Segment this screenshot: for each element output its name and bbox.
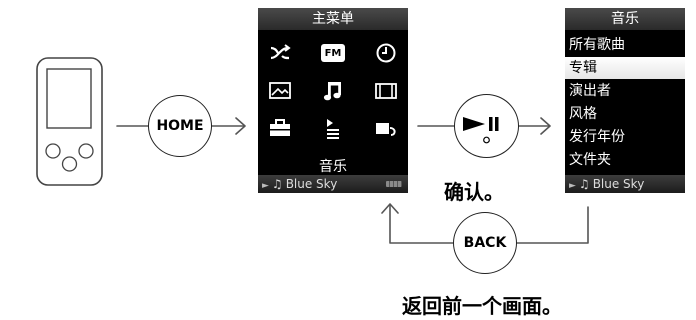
confirm-caption: 确认。 bbox=[444, 180, 504, 204]
fm-radio-text: FM bbox=[321, 44, 345, 62]
menu-item-all-songs[interactable]: 所有歌曲 bbox=[569, 37, 625, 53]
menu-item-release-year[interactable]: 发行年份 bbox=[569, 129, 625, 145]
player-device-illustration bbox=[36, 57, 103, 186]
menu-item-folder[interactable]: 文件夹 bbox=[569, 152, 611, 168]
fm-radio-icon[interactable]: FM bbox=[316, 38, 350, 68]
track-name: Blue Sky bbox=[592, 177, 645, 191]
back-caption: 返回前一个画面。 bbox=[402, 294, 562, 318]
menu-item-artist[interactable]: 演出者 bbox=[569, 83, 611, 99]
return-icon[interactable] bbox=[369, 113, 403, 143]
arrow-back-up bbox=[381, 203, 399, 214]
back-line-right bbox=[516, 206, 589, 244]
music-menu-screen: 音乐 所有歌曲 专辑 演出者 风格 发行年份 文件夹 ►♫Blue Sky bbox=[565, 8, 685, 193]
menu-item-genre[interactable]: 风格 bbox=[569, 106, 597, 122]
back-button-label: BACK bbox=[463, 235, 507, 251]
photo-icon[interactable] bbox=[263, 76, 297, 106]
toolbox-icon[interactable] bbox=[263, 113, 297, 143]
clock-icon[interactable] bbox=[369, 38, 403, 68]
now-playing-footer-home: ►♫Blue Sky bbox=[258, 175, 408, 193]
track-name: Blue Sky bbox=[285, 177, 338, 191]
now-playing-footer-music: ►♫Blue Sky bbox=[565, 175, 685, 193]
back-line-left bbox=[389, 204, 454, 244]
battery-icon bbox=[386, 181, 402, 187]
music-menu-title: 音乐 bbox=[565, 8, 685, 30]
shuffle-icon[interactable] bbox=[263, 38, 297, 68]
note-icon: ♫ bbox=[578, 177, 590, 191]
back-button[interactable]: BACK bbox=[453, 212, 517, 274]
note-icon: ♫ bbox=[271, 177, 283, 191]
play-indicator-icon: ► bbox=[569, 181, 576, 191]
home-menu-screen: 主菜单 FM bbox=[258, 8, 408, 193]
play-indicator-icon: ► bbox=[262, 181, 269, 191]
arrow-to-home-menu bbox=[235, 117, 246, 135]
home-menu-title: 主菜单 bbox=[258, 8, 408, 30]
menu-item-album[interactable]: 专辑 bbox=[565, 57, 685, 79]
video-film-icon[interactable] bbox=[369, 76, 403, 106]
playlist-icon[interactable] bbox=[316, 113, 350, 143]
home-button-label: HOME bbox=[156, 118, 204, 134]
home-menu-selected-label: 音乐 bbox=[319, 159, 347, 175]
music-note-icon[interactable] bbox=[316, 76, 350, 106]
home-button[interactable]: HOME bbox=[148, 95, 212, 157]
play-pause-button[interactable] bbox=[454, 94, 519, 158]
arrow-to-music-menu bbox=[540, 117, 551, 135]
